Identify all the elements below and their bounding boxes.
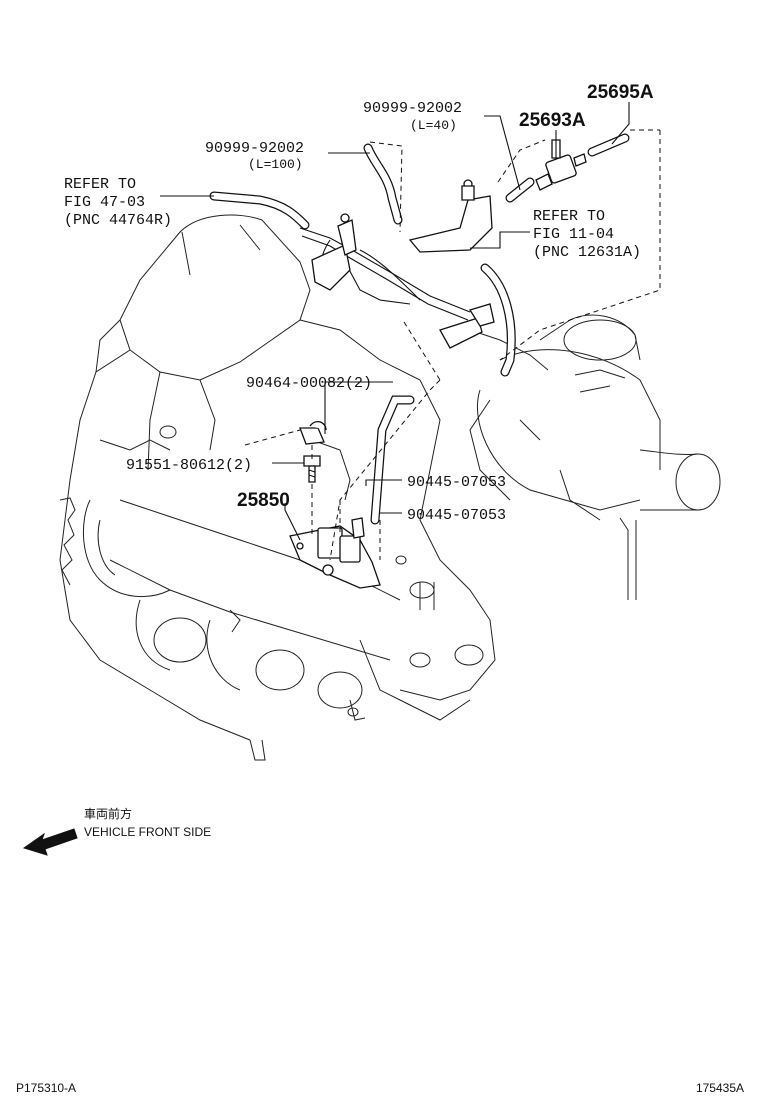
label-90999-92002-l100: 90999-92002	[205, 140, 304, 157]
arrow-left-icon	[22, 828, 78, 856]
label-90999-92002-l40-length: (L=40)	[410, 118, 457, 133]
label-91551-80612: 91551-80612(2)	[126, 457, 252, 474]
label-refer-fig-47-03-line2: FIG 47-03	[64, 194, 145, 211]
label-refer-fig-11-04-line3: (PNC 12631A)	[533, 244, 641, 261]
leader-lines	[160, 102, 630, 541]
direction-english: VEHICLE FRONT SIDE	[84, 825, 211, 839]
label-90464-00082: 90464-00082(2)	[246, 375, 372, 392]
label-25850: 25850	[237, 490, 290, 511]
label-90445-07053-a: 90445-07053	[407, 474, 506, 491]
label-refer-fig-11-04-line1: REFER TO	[533, 208, 605, 225]
engine-block-illustration	[59, 214, 721, 761]
bolt-91551	[303, 455, 321, 483]
vsv-valve-25693A	[535, 139, 587, 191]
clamp-90464	[299, 420, 327, 445]
footer-left-code: P175310-A	[16, 1081, 76, 1095]
part-labels: 25695A 25693A 90999-92002 (L=40) 90999-9…	[64, 82, 654, 524]
vehicle-front-indicator: 車両前方 VEHICLE FRONT SIDE	[22, 806, 211, 856]
vsv-assembly-25850	[289, 517, 381, 589]
label-90445-07053-b: 90445-07053	[407, 507, 506, 524]
brackets	[311, 179, 495, 349]
label-90999-92002-l100-length: (L=100)	[248, 157, 303, 172]
label-refer-fig-11-04-line2: FIG 11-04	[533, 226, 614, 243]
label-refer-fig-47-03-line1: REFER TO	[64, 176, 136, 193]
direction-japanese: 車両前方	[84, 806, 132, 821]
assembly-dashed-lines	[244, 129, 661, 561]
label-refer-fig-47-03-line3: (PNC 44764R)	[64, 212, 172, 229]
vacuum-pipes	[299, 227, 471, 321]
label-90999-92002-l40: 90999-92002	[363, 100, 462, 117]
label-25695A: 25695A	[587, 82, 654, 103]
footer-right-code: 175435A	[696, 1081, 744, 1095]
label-25693A: 25693A	[519, 110, 586, 131]
